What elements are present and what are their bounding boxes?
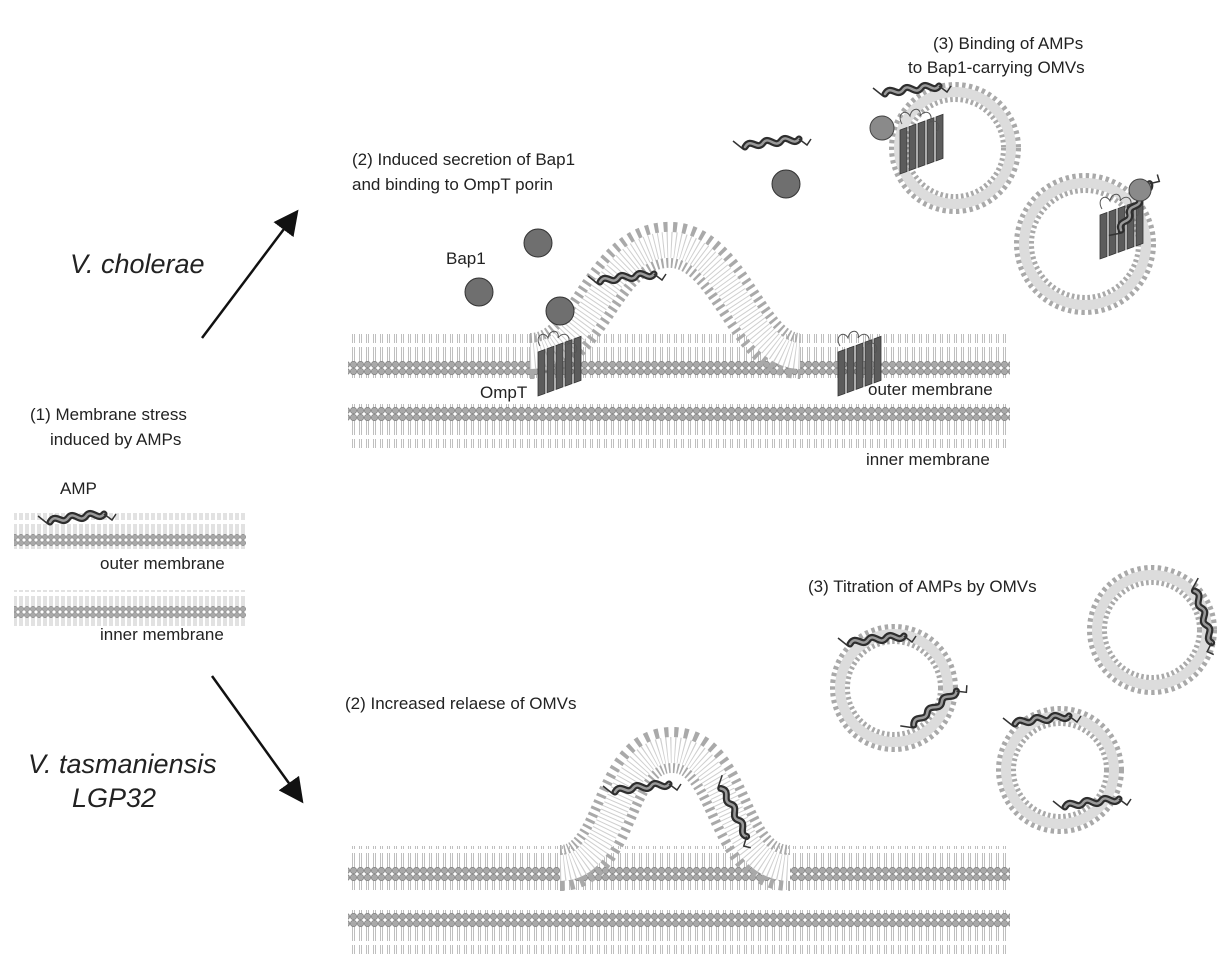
- species-tasmaniensis-line2: LGP32: [72, 783, 156, 813]
- bap1-label: Bap1: [446, 249, 486, 268]
- step1-inner-membrane-label: inner membrane: [100, 625, 224, 644]
- tasmaniensis-inner-membrane: [348, 910, 1010, 954]
- amp-label: AMP: [60, 479, 97, 498]
- arrow-to-tasmaniensis: [212, 676, 301, 800]
- arrow-to-cholerae: [202, 213, 296, 338]
- omv-vesicle: [870, 85, 1011, 204]
- cholerae-outer-membrane-label: outer membrane: [868, 380, 993, 399]
- amp-helix-icon: [733, 138, 811, 149]
- tasmaniensis-step3: (3) Titration of AMPs by OMVs: [808, 577, 1037, 596]
- omv-vesicle: [838, 634, 972, 742]
- tasmaniensis-step2: (2) Increased relaese of OMVs: [345, 694, 576, 713]
- omv-vesicle: [1097, 575, 1214, 685]
- tasmaniensis-panel: (2) Increased relaese of OMVs (3) Titrat…: [345, 575, 1214, 954]
- step1-title-line2: induced by AMPs: [50, 430, 181, 449]
- cholerae-panel: (2) Induced secretion of Bap1 and bindin…: [348, 34, 1165, 469]
- tasmaniensis-outer-membrane: [348, 750, 1010, 890]
- omv-vesicle: [1003, 715, 1131, 824]
- bap1-protein-icon: [772, 170, 800, 198]
- bap1-protein-icon: [524, 229, 552, 257]
- cholerae-step3-line2: to Bap1-carrying OMVs: [908, 58, 1085, 77]
- step1-inner-membrane: [14, 590, 246, 626]
- step1-panel: (1) Membrane stress induced by AMPs AMP …: [14, 405, 246, 644]
- bap1-protein-icon: [546, 297, 574, 325]
- cholerae-step2-line2: and binding to OmpT porin: [352, 175, 553, 194]
- step1-title-line1: (1) Membrane stress: [30, 405, 187, 424]
- ompt-label: OmpT: [480, 383, 527, 402]
- omv-vesicle: [1024, 174, 1165, 305]
- cholerae-inner-membrane: [348, 404, 1010, 448]
- cholerae-step2-line1: (2) Induced secretion of Bap1: [352, 150, 575, 169]
- species-cholerae: V. cholerae: [70, 249, 205, 279]
- species-tasmaniensis-line1: V. tasmaniensis: [28, 749, 217, 779]
- bap1-protein-icon: [465, 278, 493, 306]
- step1-outer-membrane-label: outer membrane: [100, 554, 225, 573]
- cholerae-inner-membrane-label: inner membrane: [866, 450, 990, 469]
- cholerae-step3-line1: (3) Binding of AMPs: [933, 34, 1083, 53]
